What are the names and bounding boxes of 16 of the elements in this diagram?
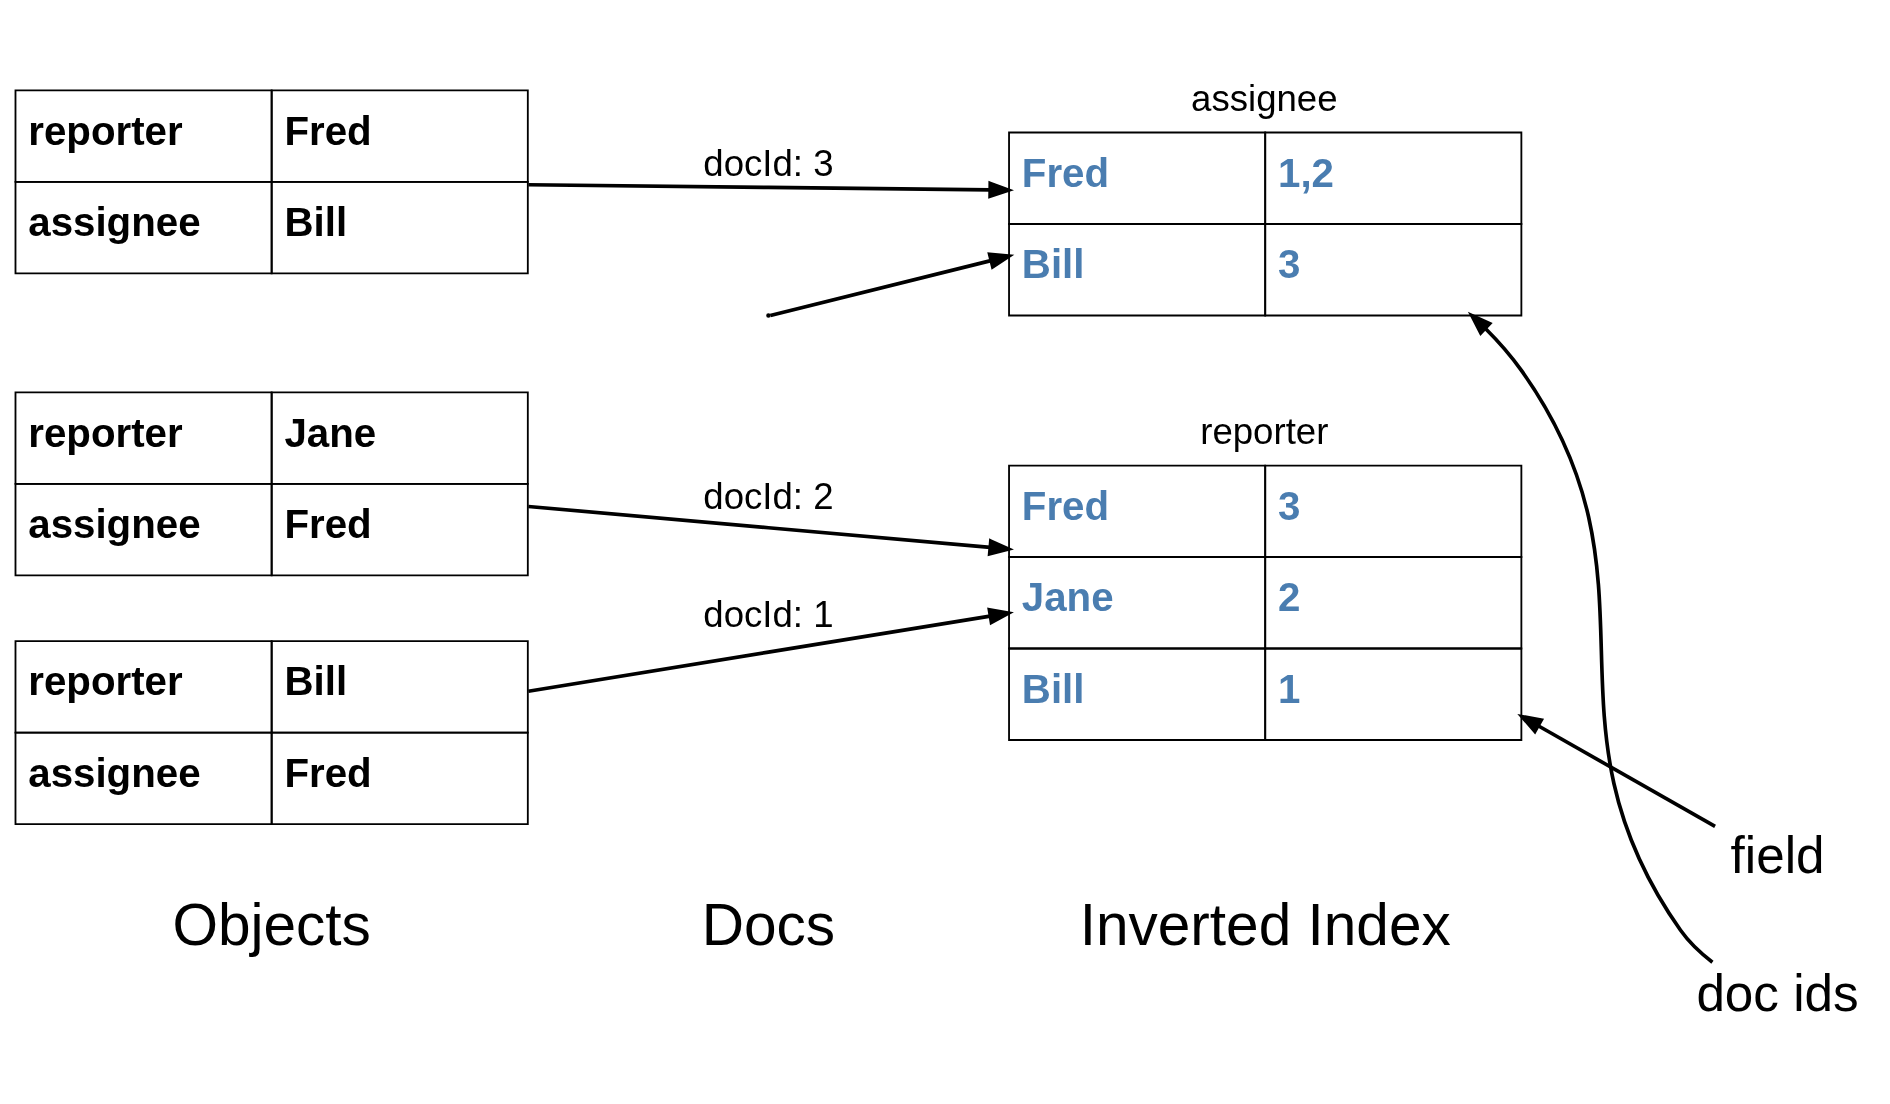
arrow <box>528 180 1014 199</box>
label: Objects <box>172 892 371 958</box>
arrow <box>769 252 1015 318</box>
arrow <box>1517 713 1716 828</box>
node-label: assignee <box>1191 77 1338 119</box>
node-text: field <box>1730 827 1825 885</box>
edge-label: docId: 3 <box>703 143 834 185</box>
arrow <box>528 504 1014 557</box>
edge-label: docId: 1 <box>703 593 834 635</box>
arrow <box>1467 311 1714 964</box>
arrow <box>528 607 1014 694</box>
label: Docs <box>701 892 836 958</box>
node-text: doc ids <box>1696 964 1859 1022</box>
label: Inverted Index <box>1079 892 1451 958</box>
edge-label: docId: 2 <box>703 476 834 518</box>
node-label: reporter <box>1200 410 1329 452</box>
